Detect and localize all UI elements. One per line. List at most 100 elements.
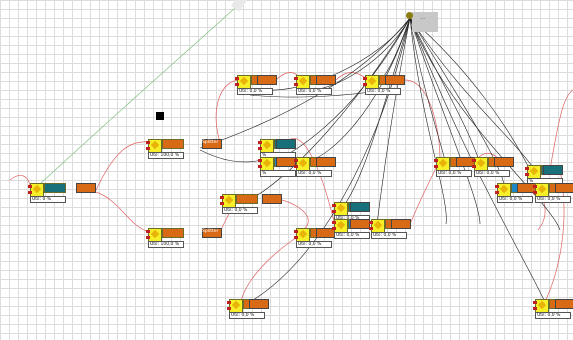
n-mid-d[interactable]: Util: 0,0 % <box>220 194 282 214</box>
input-port-icon[interactable] <box>28 191 32 194</box>
green-connection <box>39 0 245 185</box>
n-mid-c[interactable]: Util: 0,0 % <box>294 157 336 177</box>
red-connection <box>549 89 573 171</box>
input-port-icon[interactable] <box>495 191 499 194</box>
black-connection <box>409 17 531 171</box>
n-mid-b[interactable]: % <box>258 157 296 177</box>
output-port[interactable] <box>391 219 411 229</box>
n-right-d[interactable]: % <box>525 165 563 185</box>
output-port[interactable] <box>555 299 573 309</box>
input-port-icon[interactable] <box>533 307 537 310</box>
input-port-icon[interactable] <box>369 221 373 224</box>
output-port[interactable] <box>316 157 336 167</box>
black-connection <box>376 17 411 225</box>
input-port-icon[interactable] <box>533 301 537 304</box>
node-tag: Splitter <box>202 229 219 234</box>
output-port[interactable] <box>276 157 296 167</box>
n-low-c[interactable]: Util: 0,0 % <box>332 219 370 239</box>
input-port-icon[interactable] <box>220 196 224 199</box>
n-bottom-a[interactable]: Util: 0,0 % <box>227 299 269 319</box>
n-mid-a[interactable]: % <box>258 139 296 159</box>
input-port-icon[interactable] <box>146 141 150 144</box>
output-port[interactable] <box>350 202 370 212</box>
node-body-icon <box>436 157 450 171</box>
node-body-icon <box>260 139 274 153</box>
input-port-icon[interactable] <box>294 230 298 233</box>
n-split1[interactable]: Util: 100,0 %Splitter <box>146 139 222 159</box>
input-port-icon[interactable] <box>332 204 336 207</box>
output-port[interactable] <box>350 219 370 229</box>
input-port-icon[interactable] <box>495 185 499 188</box>
output-port[interactable] <box>555 183 573 193</box>
n-low-a[interactable]: Util: 0,0 % <box>294 228 336 248</box>
input-port-icon[interactable] <box>235 83 239 86</box>
n-right-e[interactable]: Util: 0,0 % <box>495 183 537 203</box>
input-port-icon[interactable] <box>363 83 367 86</box>
input-port-icon[interactable] <box>434 159 438 162</box>
input-port-icon[interactable] <box>258 165 262 168</box>
n-right-c[interactable]: Util: 0,0 % <box>472 157 514 177</box>
input-port-icon[interactable] <box>258 159 262 162</box>
input-port-icon[interactable] <box>294 236 298 239</box>
output-port[interactable] <box>202 139 222 149</box>
input-port-icon[interactable] <box>332 221 336 224</box>
input-port-icon[interactable] <box>294 159 298 162</box>
input-port-icon[interactable] <box>294 165 298 168</box>
input-port-icon[interactable] <box>146 147 150 150</box>
input-port-icon[interactable] <box>363 77 367 80</box>
black-connection <box>409 17 447 225</box>
n-right-f[interactable]: Util: 0,0 % <box>533 183 573 203</box>
output-port[interactable] <box>249 299 269 309</box>
n-bottom-b[interactable]: Util: 0,0 % <box>533 299 573 319</box>
input-port-icon[interactable] <box>472 165 476 168</box>
node-body-icon <box>148 228 162 242</box>
input-port-icon[interactable] <box>294 83 298 86</box>
utilization-label: Util: 0,0 % <box>296 241 332 248</box>
n-split2[interactable]: Util: 100,0 %Splitter <box>146 228 222 248</box>
input-port-icon[interactable] <box>28 185 32 188</box>
input-port-icon[interactable] <box>533 185 537 188</box>
output-port[interactable] <box>494 157 514 167</box>
n-top2[interactable]: Util: 0,0 % <box>294 75 336 95</box>
node-body-icon <box>296 157 310 171</box>
input-port-icon[interactable] <box>332 227 336 230</box>
n-right-a[interactable]: Util: 0,0 % <box>369 219 411 239</box>
output-port[interactable] <box>262 194 282 204</box>
output-port[interactable] <box>202 228 222 238</box>
input-port-icon[interactable] <box>258 147 262 150</box>
source-hub[interactable] <box>412 12 438 32</box>
black-connection <box>249 17 411 201</box>
input-port-icon[interactable] <box>332 210 336 213</box>
n-top1[interactable]: Util: 0,0 % <box>235 75 277 95</box>
output-port[interactable] <box>76 183 96 193</box>
output-port[interactable] <box>316 75 336 85</box>
utilization-label: Util: 0,0 % <box>371 232 407 239</box>
utilization-label: Util: 0,0 % <box>365 88 401 95</box>
input-port-icon[interactable] <box>227 307 231 310</box>
input-port-icon[interactable] <box>235 77 239 80</box>
input-port-icon[interactable] <box>258 141 262 144</box>
output-port[interactable] <box>257 75 277 85</box>
output-port[interactable] <box>276 139 296 149</box>
node-chip <box>162 228 184 238</box>
input-port-icon[interactable] <box>533 191 537 194</box>
input-port-icon[interactable] <box>472 159 476 162</box>
input-port-icon[interactable] <box>146 230 150 233</box>
node-body-icon <box>222 194 236 208</box>
node-body-icon <box>260 157 274 171</box>
n-low-b[interactable]: Util: 0,0 % <box>332 202 370 222</box>
input-port-icon[interactable] <box>220 202 224 205</box>
input-port-icon[interactable] <box>227 301 231 304</box>
output-port[interactable] <box>543 165 563 175</box>
input-port-icon[interactable] <box>434 165 438 168</box>
input-port-icon[interactable] <box>146 236 150 239</box>
input-port-icon[interactable] <box>525 173 529 176</box>
n-top3[interactable]: Util: 0,0 % <box>363 75 405 95</box>
input-port-icon[interactable] <box>525 167 529 170</box>
n-left[interactable]: Util: 0 % <box>28 183 96 203</box>
input-port-icon[interactable] <box>294 77 298 80</box>
input-port-icon[interactable] <box>369 227 373 230</box>
n-right-b[interactable]: Util: 0,0 % <box>434 157 476 177</box>
output-port[interactable] <box>385 75 405 85</box>
